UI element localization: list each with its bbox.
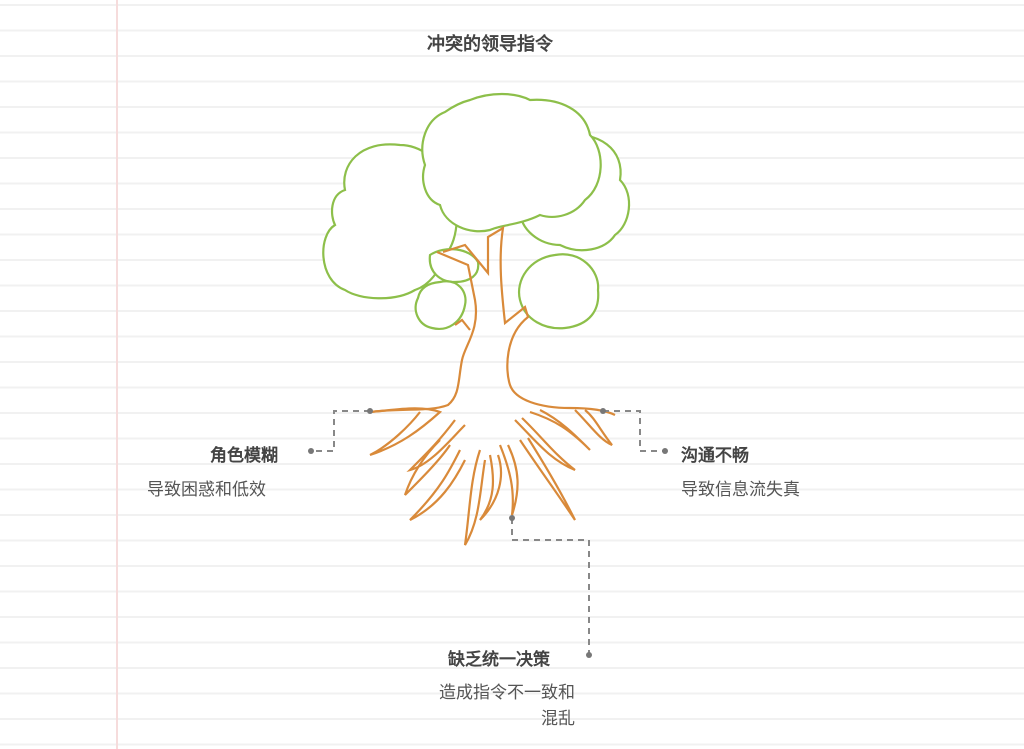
callout-desc-poor-communication: 导致信息流失真 <box>681 480 800 500</box>
connector-dots <box>308 408 668 658</box>
callout-label-poor-communication: 沟通不畅 <box>681 446 749 466</box>
callout-label-role-ambiguity: 角色模糊 <box>210 446 278 466</box>
connector-lines <box>312 410 664 654</box>
callout-label-no-unified-decision: 缺乏统一决策 <box>448 650 550 670</box>
diagram-title: 冲突的领导指令 <box>427 34 553 55</box>
foliage-icon <box>322 92 631 330</box>
callout-desc-role-ambiguity: 导致困惑和低效 <box>147 480 266 500</box>
callout-desc-no-unified-decision: 造成指令不一致和 混乱 <box>405 680 575 732</box>
callout-desc-line-1: 造成指令不一致和 <box>439 683 575 703</box>
callout-desc-line-2: 混乱 <box>541 709 575 729</box>
